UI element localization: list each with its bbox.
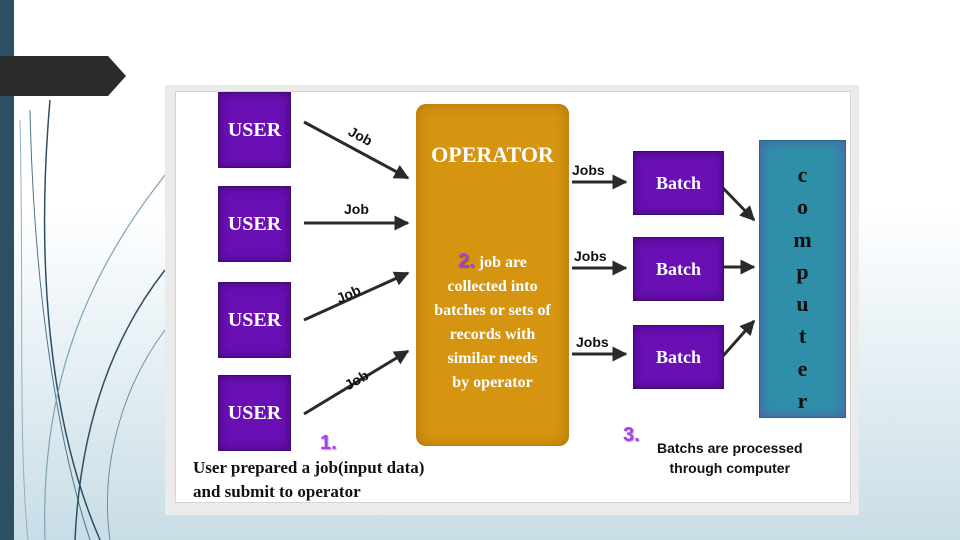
operator-desc-line-5: similar needs xyxy=(447,350,538,367)
computer-letter: c xyxy=(797,162,808,187)
step-3-line-2: through computer xyxy=(669,460,791,476)
batch-box-3: Batch xyxy=(633,325,724,389)
job-label-2: Job xyxy=(344,201,369,217)
operator-to-batch-arrows xyxy=(572,174,628,362)
operator-desc-line-6: by operator xyxy=(452,374,533,391)
user-box-1: USER xyxy=(218,92,291,168)
step-3-caption: Batchs are processed through computer xyxy=(657,438,803,478)
operator-description: 2. job are collected into batches or set… xyxy=(416,249,569,395)
slide-tab-marker xyxy=(0,56,126,96)
user-box-2: USER xyxy=(218,186,291,262)
operator-desc-line-4: records with xyxy=(449,326,536,343)
user-box-4: USER xyxy=(218,375,291,451)
decorative-lines xyxy=(19,99,166,540)
arrow-batch3-computer xyxy=(721,319,756,357)
batch-box-1: Batch xyxy=(633,151,724,215)
step-1-caption: User prepared a job(input data) and subm… xyxy=(193,456,424,504)
diagram-canvas: USER USER USER USER Job Job Job Job OPER… xyxy=(175,91,851,503)
computer-label: c o m p u t e r xyxy=(760,159,845,417)
computer-letter: u xyxy=(796,291,809,317)
step-3-number: 3. xyxy=(623,424,640,446)
jobs-label-2: Jobs xyxy=(574,248,607,264)
batch-to-computer-arrows xyxy=(721,186,756,357)
computer-letter: e xyxy=(797,355,808,381)
operator-desc-line-3: batches or sets of xyxy=(434,302,551,319)
operator-box: OPERATOR 2. job are collected into batch… xyxy=(416,104,569,446)
batch-processing-figure: USER USER USER USER Job Job Job Job OPER… xyxy=(165,85,859,515)
step-1-line-2: and submit to operator xyxy=(193,482,361,501)
arrow-batch1-computer xyxy=(721,186,756,222)
step-1-line-1: User prepared a job(input data) xyxy=(193,458,425,477)
flow-arrows xyxy=(303,120,756,416)
arrow-user4-operator xyxy=(303,349,410,416)
operator-title: OPERATOR xyxy=(431,142,554,167)
computer-letter: o xyxy=(797,194,808,220)
operator-desc-line-2: collected into xyxy=(447,278,538,295)
arrow-user1-operator xyxy=(303,120,410,180)
arrow-user3-operator xyxy=(303,271,410,322)
step-1-number: 1. xyxy=(320,432,337,454)
computer-letter: m xyxy=(793,226,812,252)
computer-letter: t xyxy=(798,323,807,349)
computer-letter: r xyxy=(797,388,808,414)
batch-box-2: Batch xyxy=(633,237,724,301)
user-box-3: USER xyxy=(218,282,291,358)
user-to-operator-arrows xyxy=(303,120,410,416)
jobs-label-3: Jobs xyxy=(576,334,609,350)
step-2-number: 2. xyxy=(458,250,475,272)
computer-box: c o m p u t e r xyxy=(759,140,846,418)
computer-letter: p xyxy=(796,258,809,284)
jobs-label-1: Jobs xyxy=(572,162,605,178)
step-3-line-1: Batchs are processed xyxy=(657,440,803,456)
slide-left-bar xyxy=(0,0,14,540)
operator-desc-line-1: job are xyxy=(478,254,527,271)
